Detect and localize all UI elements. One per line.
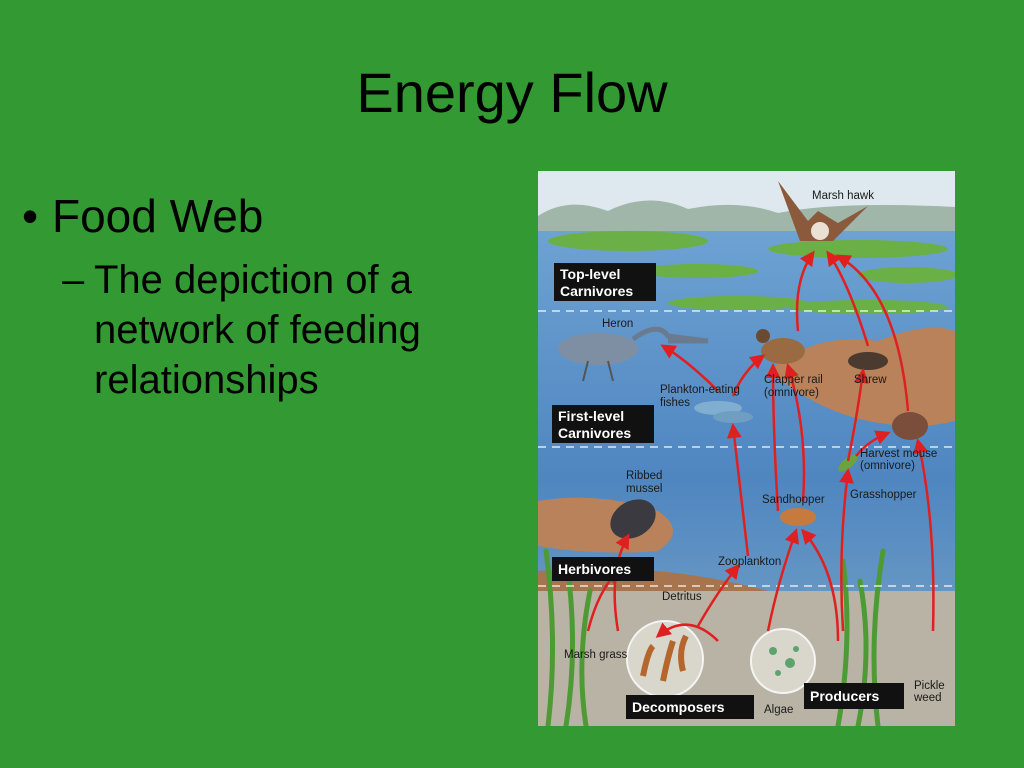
arrow xyxy=(795,250,815,332)
label-grasshopper: Grasshopper xyxy=(850,489,917,501)
tier-label-line: Producers xyxy=(810,688,879,704)
label-clapper-rail: (omnivore) xyxy=(764,387,819,399)
label-marsh-grass: Marsh grass xyxy=(564,649,628,661)
arrow xyxy=(655,622,719,642)
sub-bullet-dash: – xyxy=(62,257,85,302)
bullet-dot-icon: • xyxy=(22,190,39,242)
food-web-illustration: Top-level Carnivores First-level Carnivo… xyxy=(538,171,955,726)
arrow xyxy=(766,528,799,632)
tier-label-top-carnivores: Top-level Carnivores xyxy=(554,263,656,301)
marsh-island xyxy=(858,267,955,283)
shrew-figure xyxy=(848,352,888,370)
tier-label-line: Decomposers xyxy=(632,699,725,715)
mussel-figure xyxy=(610,499,656,539)
heron-figure xyxy=(558,326,709,382)
marsh-island xyxy=(788,300,948,314)
label-algae: Algae xyxy=(764,704,793,716)
label-detritus: Detritus xyxy=(662,591,702,603)
sub-bullet-text: The depiction of a network of feeding re… xyxy=(94,257,421,402)
label-pickle-weed: Pickle xyxy=(914,680,945,692)
label-shrew: Shrew xyxy=(854,374,887,386)
label-heron: Heron xyxy=(602,318,633,330)
arrow xyxy=(696,563,740,627)
marsh-island xyxy=(638,264,758,278)
bullet-list: • Food Web – The depiction of a network … xyxy=(22,190,502,405)
grasshopper-figure xyxy=(838,454,858,472)
arrow xyxy=(731,354,766,397)
sandhopper-figure xyxy=(780,508,816,526)
arrow xyxy=(765,363,781,512)
label-pickle-weed: weed xyxy=(913,692,942,704)
label-plankton-fishes: fishes xyxy=(660,397,690,409)
label-marsh-hawk: Marsh hawk xyxy=(812,190,874,202)
food-web-diagram: Top-level Carnivores First-level Carnivo… xyxy=(538,171,955,726)
slide-title: Energy Flow xyxy=(356,61,668,124)
label-zooplankton: Zooplankton xyxy=(718,556,781,568)
marsh-hawk-figure xyxy=(778,181,868,241)
tier-label-herbivores: Herbivores xyxy=(552,557,654,581)
marsh-island xyxy=(668,296,808,310)
arrow xyxy=(913,438,935,632)
sub-bullet-item: – The depiction of a network of feeding … xyxy=(62,255,502,405)
arrow xyxy=(726,423,750,557)
tier-label-line: First-level xyxy=(558,408,624,424)
distant-hills xyxy=(538,200,955,241)
feeding-arrows xyxy=(586,250,935,642)
tier-label-producers: Producers xyxy=(804,683,904,709)
arrow xyxy=(846,368,869,462)
arrow xyxy=(855,430,891,457)
arrow xyxy=(839,468,854,632)
tier-label-line: Carnivores xyxy=(560,283,633,299)
arrow xyxy=(784,363,806,502)
label-harvest-mouse: Harvest mouse xyxy=(860,448,937,460)
label-clapper-rail: Clapper rail xyxy=(764,374,823,386)
arrow xyxy=(835,254,910,412)
label-plankton-fishes: Plankton-eating xyxy=(660,384,740,396)
arrow xyxy=(826,250,870,347)
tier-label-decomposers: Decomposers xyxy=(626,695,754,719)
fish-figure xyxy=(694,401,753,423)
tier-label-line: Top-level xyxy=(560,266,620,282)
tier-label-line: Carnivores xyxy=(558,425,631,441)
harvest-mouse-figure xyxy=(892,412,928,440)
bullet-text: Food Web xyxy=(52,190,264,242)
arrow xyxy=(801,528,840,642)
tier-label-line: Herbivores xyxy=(558,561,631,577)
tier-label-first-carnivores: First-level Carnivores xyxy=(552,405,654,443)
bullet-item: • Food Web xyxy=(22,190,502,243)
label-sandhopper: Sandhopper xyxy=(762,494,825,506)
marsh-island xyxy=(768,240,948,258)
algae-circle xyxy=(750,628,816,694)
label-harvest-mouse: (omnivore) xyxy=(860,460,915,472)
marsh-island xyxy=(548,231,708,251)
label-ribbed-mussel: Ribbed xyxy=(626,470,662,482)
clapper-rail-figure xyxy=(756,329,805,364)
decomposer-circle xyxy=(626,620,704,698)
label-ribbed-mussel: mussel xyxy=(626,483,662,495)
arrow xyxy=(660,344,719,392)
